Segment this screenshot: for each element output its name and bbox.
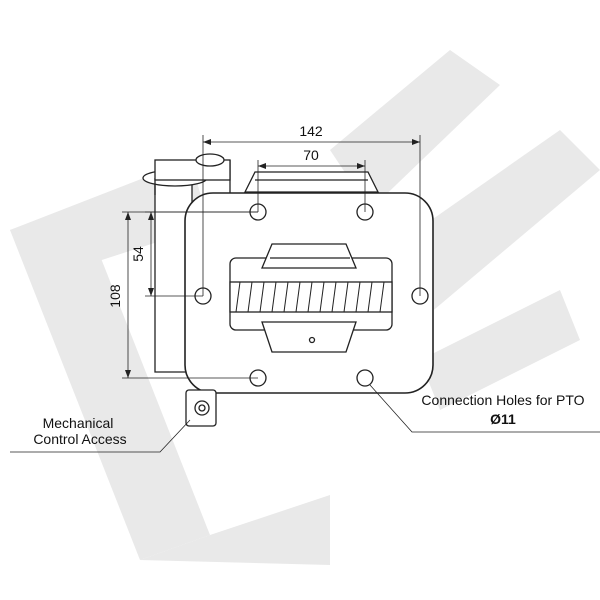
callout-control-line2: Control Access (33, 431, 126, 447)
top-cover (243, 171, 380, 193)
pto-body (142, 153, 434, 427)
dim-70: 70 (303, 147, 319, 163)
callout-leaders (10, 384, 600, 453)
dim-142: 142 (299, 123, 323, 139)
callout-control-line1: Mechanical (43, 415, 114, 431)
callout-pto-holes: Connection Holes for PTO (421, 392, 584, 408)
control-fitting (185, 389, 217, 427)
dim-54: 54 (130, 246, 146, 262)
dimension-lines (122, 135, 421, 379)
dim-108: 108 (107, 284, 123, 308)
callout-pto-diameter: Ø11 (490, 411, 516, 427)
hole-bottom-right (356, 369, 374, 387)
